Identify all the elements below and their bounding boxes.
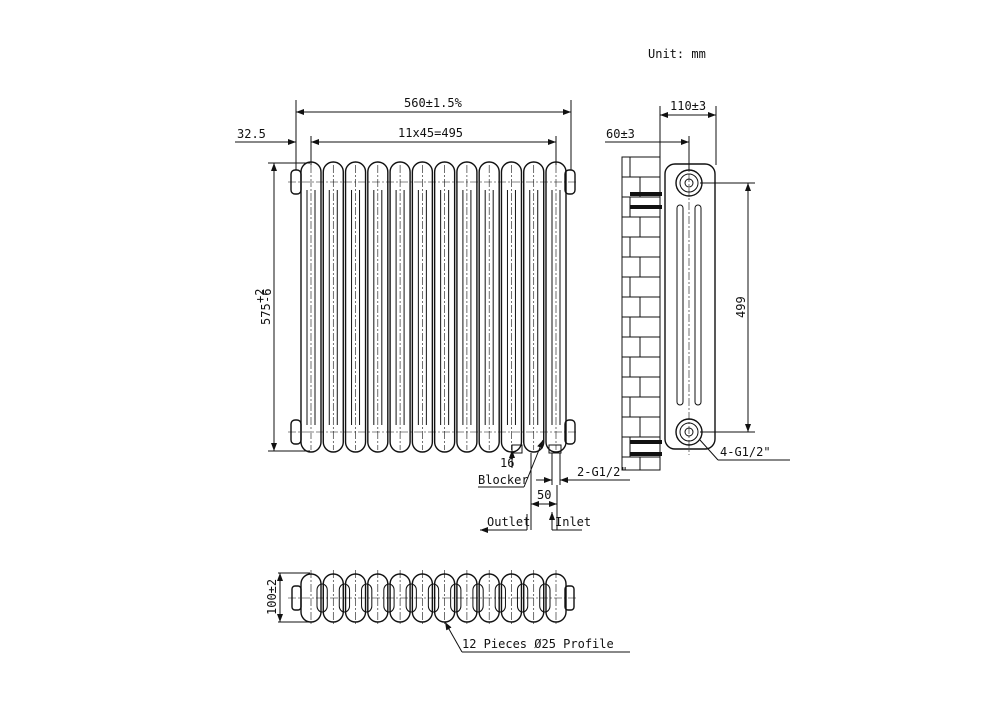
unit-label: Unit: mm: [648, 47, 706, 61]
radiator-column: [478, 161, 500, 453]
radiator-column: [545, 161, 567, 453]
ports-label: 4-G1/2": [720, 445, 771, 459]
depth-label: 110±3: [670, 99, 706, 113]
height-tolerance-lower: -6: [260, 289, 274, 303]
brick-wall: [621, 156, 661, 471]
blocker-dim-label: 16: [500, 456, 514, 470]
blocker-label: Blocker: [478, 473, 529, 487]
top-dimensions: 100±2 12 Pieces Ø25 Profile: [265, 572, 630, 653]
radiator-column: [433, 161, 456, 453]
front-dimensions: 560±1.5% 11x45=495 32.5 575 +2 -6 16 Blo…: [235, 96, 630, 533]
spacing-label: 50: [537, 488, 551, 502]
end-offset-label: 32.5: [237, 127, 266, 141]
height-tolerance-upper: +2: [253, 289, 267, 303]
radiator-column: [367, 161, 389, 453]
top-view: [288, 570, 578, 626]
front-view: [288, 161, 578, 453]
pitch-label: 11x45=495: [398, 126, 463, 140]
wall-offset-label: 60±3: [606, 127, 635, 141]
radiator-column: [411, 161, 434, 453]
wall-brackets: [630, 192, 662, 456]
outlet-label: Outlet: [487, 515, 530, 529]
radiator-column: [389, 161, 411, 453]
profile-depth-label: 100±2: [265, 579, 279, 615]
side-view: 110±3 60±3 499 4-G1/2": [605, 99, 790, 471]
radiator-column: [344, 161, 367, 453]
profile-label: 12 Pieces Ø25 Profile: [462, 637, 614, 651]
inlet-label: Inlet: [555, 515, 591, 529]
radiator-column: [322, 161, 344, 453]
radiator-column: [523, 161, 545, 453]
height-label: 575: [259, 303, 273, 325]
top-port: [675, 169, 703, 197]
connection-label: 2-G1/2": [577, 465, 628, 479]
radiator-column: [456, 161, 478, 453]
overall-width-label: 560±1.5%: [404, 96, 463, 110]
centre-distance-label: 499: [734, 296, 748, 318]
radiator-column: [300, 161, 322, 453]
radiator-column: [500, 161, 523, 453]
